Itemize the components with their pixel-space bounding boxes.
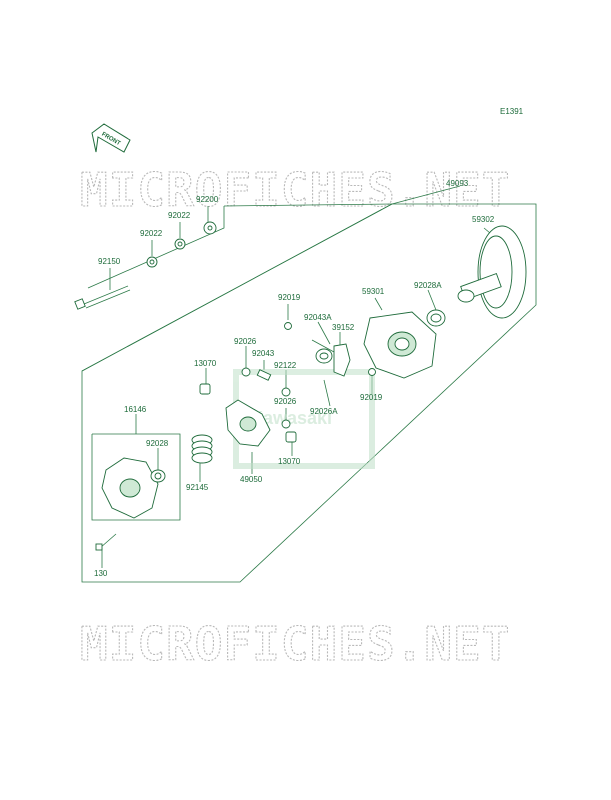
label-92026-a: 92026 <box>234 337 257 346</box>
label-92019-b: 92019 <box>360 393 383 402</box>
label-92200: 92200 <box>196 195 219 204</box>
label-92150: 92150 <box>98 257 121 266</box>
brand-watermark-text: Kawasaki <box>250 408 332 428</box>
washer-92022-a <box>174 238 186 250</box>
bushing-92028 <box>150 469 166 483</box>
label-59301: 59301 <box>362 287 385 296</box>
label-130: 130 <box>94 569 108 578</box>
label-49050: 49050 <box>240 475 263 484</box>
collar-92026A <box>315 348 333 364</box>
watermark-bottom: MICROFICHES.NET <box>80 617 510 671</box>
bolt-92150 <box>74 285 131 310</box>
label-16146: 16146 <box>124 405 147 414</box>
label-13070-a: 13070 <box>194 359 217 368</box>
label-92043: 92043 <box>252 349 275 358</box>
label-92022-b: 92022 <box>140 229 163 238</box>
spring-92145 <box>191 434 213 464</box>
label-92026-b: 92026 <box>274 397 297 406</box>
fixed-sheave-59302 <box>457 225 527 319</box>
label-92122: 92122 <box>274 361 297 370</box>
pin-92019-a <box>284 322 292 330</box>
label-59302: 59302 <box>472 215 495 224</box>
pin-92043A <box>311 339 335 353</box>
diagram-code: E1391 <box>500 107 524 116</box>
label-92043A: 92043A <box>304 313 332 322</box>
label-92028A: 92028A <box>414 281 442 290</box>
movable-sheave-59301 <box>363 311 437 379</box>
cover-16146 <box>101 457 159 519</box>
bolt-130 <box>95 533 117 551</box>
watermark-top: MICROFICHES.NET <box>80 163 510 217</box>
front-arrow-icon: FRONT <box>91 123 131 153</box>
label-92022-a: 92022 <box>168 211 191 220</box>
washer-group-frame <box>87 206 225 289</box>
spacer-92122 <box>281 387 291 397</box>
label-92028: 92028 <box>146 439 169 448</box>
brand-watermark: Kawasaki <box>233 369 375 469</box>
slider-13070-a <box>199 383 211 395</box>
washer-92200 <box>203 221 217 235</box>
pin-92019-b <box>368 368 376 376</box>
label-49093: 49093 <box>446 179 469 188</box>
bushing-92028A <box>426 309 446 327</box>
label-92145: 92145 <box>186 483 209 492</box>
leader-lines <box>101 185 497 568</box>
collar-92026-a <box>241 367 251 377</box>
label-92019-a: 92019 <box>278 293 301 302</box>
pin-92043 <box>256 369 272 381</box>
label-92026A: 92026A <box>310 407 338 416</box>
spider-49050 <box>225 399 271 447</box>
collar-92026-b <box>281 419 291 429</box>
slider-13070-b <box>285 431 297 443</box>
label-13070-b: 13070 <box>278 457 301 466</box>
washer-92022-b <box>146 256 158 268</box>
cover-group-frame-16146 <box>91 433 181 521</box>
label-39152: 39152 <box>332 323 355 332</box>
weight-39152 <box>333 343 351 377</box>
